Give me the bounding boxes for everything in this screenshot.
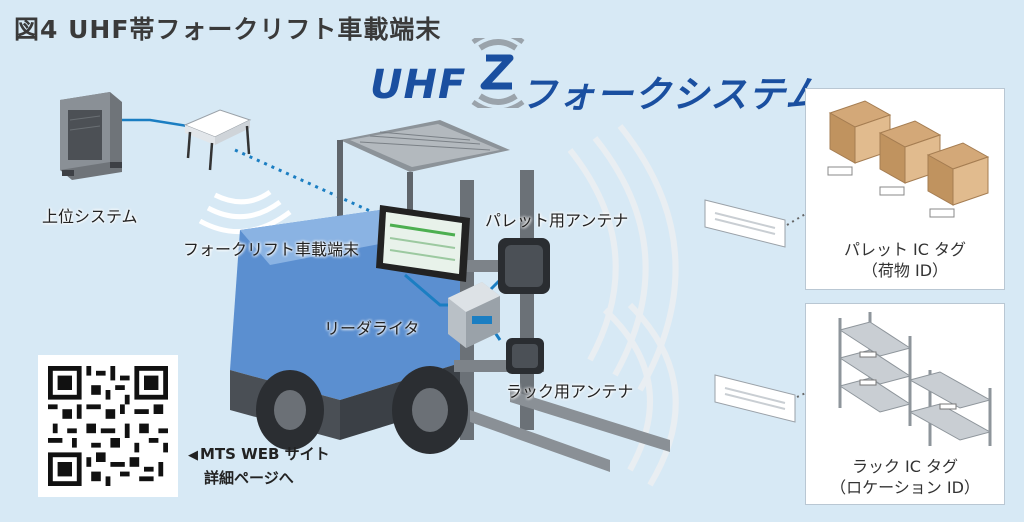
pallet-ic-tag-panel: パレット IC タグ （荷物 ID） (805, 88, 1005, 290)
rack-ic-tag-panel: ラック IC タグ （ロケーション ID） (805, 303, 1005, 505)
triangle-left-icon: ◀ (188, 448, 198, 463)
rack-antenna-label: ラック用アンテナ (506, 378, 633, 402)
rack-ic-tag-sublabel: （ロケーション ID） (806, 477, 1004, 498)
mts-web-link[interactable]: ◀MTS WEB サイト 詳細ページへ (188, 443, 330, 489)
rack-antenna-device (506, 338, 544, 374)
host-system-label: 上位システム (42, 203, 138, 227)
pallet-ic-tag-sublabel: （荷物 ID） (806, 260, 1004, 281)
pallet-ic-tag-label: パレット IC タグ (806, 239, 1004, 260)
server-icon (60, 92, 122, 180)
qr-code[interactable] (38, 355, 178, 497)
rack-ic-tag-icon (715, 375, 795, 422)
pallet-antenna-device (498, 238, 550, 294)
rack-shelves-icon (810, 308, 1000, 448)
figure-title: 図4 UHF帯フォークリフト車載端末 (14, 10, 441, 46)
forklift-forks (470, 390, 670, 472)
mts-web-link-line1: MTS WEB サイト (200, 445, 330, 463)
pallet-ic-tag-icon (705, 200, 785, 247)
terminal-label: フォークリフト車載端末 (183, 236, 359, 260)
reader-writer-label: リーダライタ (324, 315, 419, 339)
pallet-antenna-label: パレット用アンテナ (485, 207, 628, 231)
rack-ic-tag-label: ラック IC タグ (806, 456, 1004, 477)
pallet-boxes-icon (810, 93, 1000, 233)
qr-code-icon (48, 366, 168, 486)
mts-web-link-line2: 詳細ページへ (188, 467, 330, 489)
